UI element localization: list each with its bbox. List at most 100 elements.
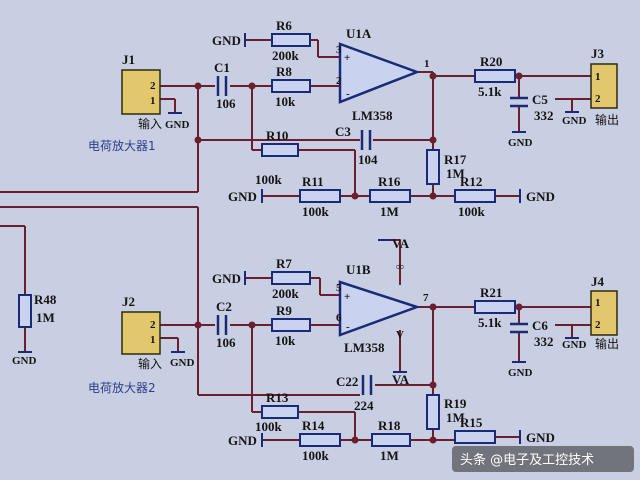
wires bbox=[0, 39, 591, 441]
label-r14-value: 100k bbox=[302, 448, 330, 463]
junction-dot bbox=[351, 436, 359, 444]
junction-dot bbox=[194, 136, 202, 144]
label-r14: R14 bbox=[302, 418, 325, 433]
label-gnd-r15: GND bbox=[526, 430, 555, 445]
resistor-r17 bbox=[426, 149, 440, 185]
junction-dot bbox=[429, 436, 437, 444]
label-j1-input: 输入 bbox=[138, 116, 162, 131]
label-j1-gnd: GND bbox=[165, 119, 190, 131]
capacitor-c22 bbox=[361, 375, 373, 395]
label-gnd-r6: GND bbox=[212, 33, 241, 48]
label-c6-gnd: GND bbox=[508, 367, 533, 379]
label-r6-value: 200k bbox=[272, 48, 300, 63]
label-u1b-plus: + bbox=[344, 291, 350, 303]
label-r20-value: 5.1k bbox=[478, 84, 502, 99]
ground-symbols bbox=[18, 33, 579, 447]
label-r10: R10 bbox=[266, 128, 288, 143]
capacitor-c6 bbox=[510, 322, 528, 334]
connector-j2 bbox=[121, 311, 161, 355]
label-r7: R7 bbox=[276, 256, 292, 271]
capacitor-c5 bbox=[510, 96, 528, 108]
junction-dot bbox=[248, 321, 256, 329]
resistors bbox=[18, 33, 516, 447]
label-r17-value: 1M bbox=[446, 166, 465, 181]
label-r12-value: 100k bbox=[458, 204, 486, 219]
junction-dot bbox=[429, 303, 437, 311]
resistor-r8 bbox=[271, 79, 311, 93]
label-r21: R21 bbox=[480, 285, 502, 300]
label-r48-value: 1M bbox=[36, 310, 55, 325]
label-c6-value: 332 bbox=[534, 334, 554, 349]
label-c2: C2 bbox=[216, 299, 232, 314]
resistor-r21 bbox=[474, 300, 516, 314]
label-r19: R19 bbox=[444, 396, 467, 411]
label-gnd-mid1: GND bbox=[228, 189, 257, 204]
resistor-r15 bbox=[454, 430, 496, 444]
label-gnd-mid2: GND bbox=[228, 433, 257, 448]
label-r11: R11 bbox=[302, 174, 324, 189]
resistor-r19 bbox=[426, 394, 440, 430]
label-c2-value: 106 bbox=[216, 335, 236, 350]
label-u1a-part: LM358 bbox=[352, 108, 393, 123]
resistor-r10 bbox=[261, 143, 299, 157]
label-r9-value: 10k bbox=[275, 333, 296, 348]
label-j2-gnd: GND bbox=[170, 357, 195, 369]
opamps bbox=[338, 42, 421, 337]
junction-dot bbox=[248, 82, 256, 90]
label-r8: R8 bbox=[276, 64, 292, 79]
label-j3-output: 输出 bbox=[595, 112, 619, 127]
label-j2-pin1: 1 bbox=[150, 334, 156, 346]
label-c22: C22 bbox=[336, 374, 358, 389]
label-j3-pin1: 1 bbox=[595, 71, 601, 83]
label-u1a-p2: 2 bbox=[336, 75, 342, 87]
label-amp1: 电荷放大器1 bbox=[88, 138, 156, 153]
label-c3-value: 104 bbox=[358, 152, 378, 167]
resistor-r48 bbox=[18, 294, 32, 328]
label-va-v: V bbox=[396, 329, 404, 341]
capacitor-c1 bbox=[216, 76, 228, 96]
label-r20: R20 bbox=[480, 54, 502, 69]
resistor-r9 bbox=[271, 318, 311, 332]
junction-dot bbox=[429, 72, 437, 80]
label-u1b-p7: 7 bbox=[423, 292, 429, 304]
watermark-background bbox=[452, 446, 634, 472]
connector-j4 bbox=[590, 290, 618, 336]
label-va-bottom: VA bbox=[392, 372, 410, 387]
label-r16-value: 1M bbox=[380, 204, 399, 219]
resistor-r13 bbox=[261, 405, 299, 419]
junction-dot bbox=[194, 82, 202, 90]
junction-dot bbox=[429, 192, 437, 200]
junction-dot bbox=[429, 136, 437, 144]
label-r9: R9 bbox=[276, 303, 292, 318]
connector-j1 bbox=[121, 69, 161, 115]
label-u1a-plus: + bbox=[344, 52, 350, 64]
label-r10-value: 100k bbox=[255, 172, 283, 187]
label-c5-gnd: GND bbox=[508, 137, 533, 149]
resistor-r12 bbox=[454, 189, 496, 203]
resistor-r11 bbox=[299, 189, 341, 203]
label-c5-value: 332 bbox=[534, 108, 554, 123]
label-r17: R17 bbox=[444, 152, 467, 167]
capacitor-c3 bbox=[360, 130, 372, 150]
junctions bbox=[194, 72, 523, 444]
label-u1b-minus: - bbox=[346, 321, 350, 333]
label-u1a: U1A bbox=[346, 26, 372, 41]
resistor-r16 bbox=[369, 189, 411, 203]
label-c5: C5 bbox=[532, 92, 548, 107]
label-va-top: VA bbox=[392, 236, 410, 251]
label-r8-value: 10k bbox=[275, 94, 296, 109]
label-j4: J4 bbox=[591, 274, 605, 289]
label-j2: J2 bbox=[122, 294, 135, 309]
label-u1b-part: LM358 bbox=[344, 340, 385, 355]
junction-dot bbox=[515, 303, 523, 311]
component-labels: J1 2 1 输入 GND 电荷放大器1 C1 106 GND R6 200k … bbox=[12, 18, 619, 463]
label-r6: R6 bbox=[276, 18, 292, 33]
label-j2-pin2: 2 bbox=[150, 319, 156, 331]
label-j3-pin2: 2 bbox=[595, 93, 601, 105]
connector-j3 bbox=[590, 63, 618, 109]
label-u1a-minus: - bbox=[346, 88, 350, 100]
watermark-text: 头条 @电子及工控技术 bbox=[460, 452, 594, 468]
label-r16: R16 bbox=[378, 174, 401, 189]
label-u1a-p1: 1 bbox=[424, 58, 430, 70]
